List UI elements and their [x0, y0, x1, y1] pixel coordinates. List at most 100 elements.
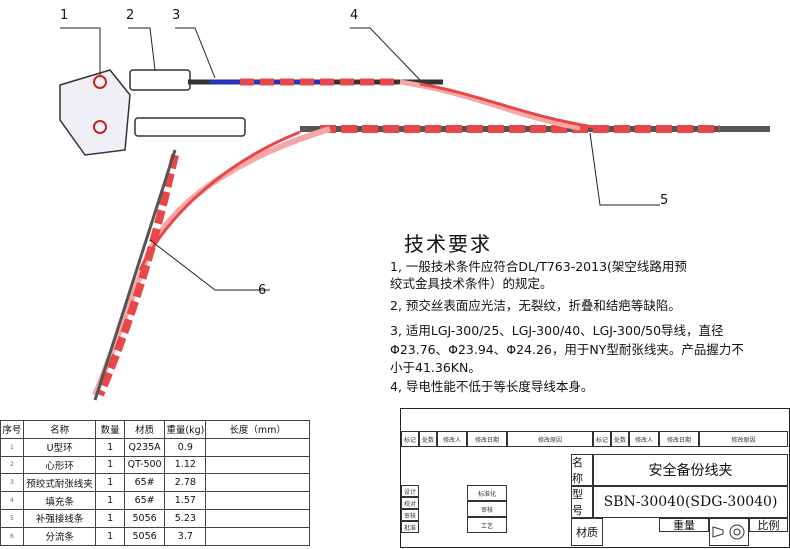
sign-label: 审核: [467, 501, 507, 517]
bom-header: 长度（mm）: [205, 420, 310, 439]
rev-label: 修改人: [629, 431, 659, 447]
scale-label: 比例: [749, 518, 788, 532]
bom-header-row: 序号 名称 数量 材质 重量(kg) 长度（mm）: [0, 420, 310, 439]
rev-label: 修改原因: [507, 431, 593, 447]
sign-label: 工艺: [467, 517, 507, 533]
sign-label: 校对: [401, 497, 419, 509]
leader-4: [350, 27, 421, 81]
callout-1: 1: [60, 8, 69, 23]
rev-label: 标记: [593, 431, 611, 447]
bom-cell: [205, 491, 310, 510]
preformed-down: [96, 154, 179, 397]
bom-cell: 1: [95, 491, 125, 510]
bom-cell: 4: [0, 491, 24, 510]
rev-label: 标记: [401, 431, 419, 447]
tech-line: 2, 预交丝表面应光洁，无裂纹，折叠和结疤等缺陷。: [390, 298, 681, 313]
leader-1: [60, 27, 101, 75]
weight-label: 重量: [659, 518, 709, 532]
bom-cell: 5056: [123, 526, 166, 546]
leader-6: [149, 239, 270, 291]
bom-cell: 5056: [123, 508, 166, 528]
model-number: SBN-30040(SDG-30040): [593, 486, 788, 518]
bolt-hole-lower: [93, 120, 107, 134]
tech-line: 1, 一般技术条件应符合DL/T763-2013(架空线路用预: [390, 259, 687, 274]
bom-cell: U型环: [22, 437, 97, 457]
bom-cell: 65#: [123, 473, 166, 493]
bom-cell: 1: [95, 455, 125, 475]
callout-5: 5: [660, 193, 669, 208]
rev-label: 修改日期: [659, 431, 699, 447]
rev-label: 处数: [419, 431, 437, 447]
rev-label: 修改人: [437, 431, 467, 447]
projection-symbol-icon: [709, 518, 749, 546]
bom-header: 名称: [22, 420, 97, 439]
material-label: 材质: [571, 518, 603, 546]
bom-cell: 2: [0, 455, 24, 475]
bom-header: 重量(kg): [164, 420, 207, 439]
sign-label: 设计: [401, 485, 419, 497]
bom-cell: 分流条: [22, 526, 97, 546]
leader-2: [128, 27, 156, 71]
title-block: 标记 处数 修改人 修改日期 修改原因 标记 处数 修改人 修改日期 修改原因 …: [400, 408, 790, 548]
bom-cell: 1: [0, 437, 24, 457]
bom-cell: [205, 455, 310, 475]
tech-requirements-title: 技术要求: [404, 232, 492, 256]
strand-b: [419, 82, 601, 130]
bom-cell: 预绞式耐张线夹: [22, 473, 97, 493]
rev-label: 处数: [611, 431, 629, 447]
callout-4: 4: [350, 8, 359, 23]
sign-label: 批准: [401, 521, 419, 533]
bom-cell: Q235A: [123, 437, 166, 457]
leader-5: [589, 132, 660, 206]
bom-cell: 3.7: [164, 526, 207, 546]
bom-header: 序号: [0, 420, 24, 439]
bom-cell: 补强接线条: [22, 508, 97, 528]
bom-cell: 1.57: [164, 491, 207, 510]
rev-label: 修改原因: [699, 431, 788, 447]
sign-label: 标准化: [467, 485, 507, 501]
strand-a: [399, 79, 581, 131]
bom-cell: 1: [95, 508, 125, 528]
tech-line: 4, 导电性能不低于等长度导线本身。: [390, 379, 594, 394]
bom-cell: [205, 526, 310, 546]
bom-cell: 2.78: [164, 473, 207, 493]
bom-cell: 5.23: [164, 508, 207, 528]
bom-cell: 0.9: [164, 437, 207, 457]
callout-6: 6: [258, 283, 267, 298]
leader-3: [175, 27, 216, 79]
bolt-hole-upper: [93, 75, 107, 89]
bom-cell: 填充条: [22, 491, 97, 510]
bom-cell: 1: [95, 473, 125, 493]
bom-cell: 65#: [123, 491, 166, 510]
turnbuckle: [134, 117, 246, 137]
bom-cell: [205, 473, 310, 493]
tech-line: 绞式金具技术条件）的规定。: [390, 276, 553, 291]
bom-cell: 5: [0, 508, 24, 528]
bom-cell: 6: [0, 526, 24, 546]
conductor-down: [93, 149, 177, 401]
name-label: 名称: [571, 454, 593, 486]
sign-label: 审核: [401, 509, 419, 521]
model-label: 型号: [571, 486, 593, 518]
strand-down-1: [92, 126, 331, 397]
rev-label: 修改日期: [467, 431, 507, 447]
bom-cell: 1: [95, 437, 125, 457]
bom-header: 数量: [95, 420, 125, 439]
tech-line: Φ23.76、Φ23.94、Φ24.26，用于NY型耐张线夹。产品握力不: [390, 342, 744, 357]
part-name: 安全备份线夹: [593, 454, 788, 486]
bom-cell: 1: [95, 526, 125, 546]
tech-line: 小于41.36KN。: [390, 360, 481, 375]
bom-cell: 1.12: [164, 455, 207, 475]
callout-3: 3: [172, 8, 181, 23]
bom-header: 材质: [123, 420, 166, 439]
bom-cell: 心形环: [22, 455, 97, 475]
callout-2: 2: [126, 8, 135, 23]
